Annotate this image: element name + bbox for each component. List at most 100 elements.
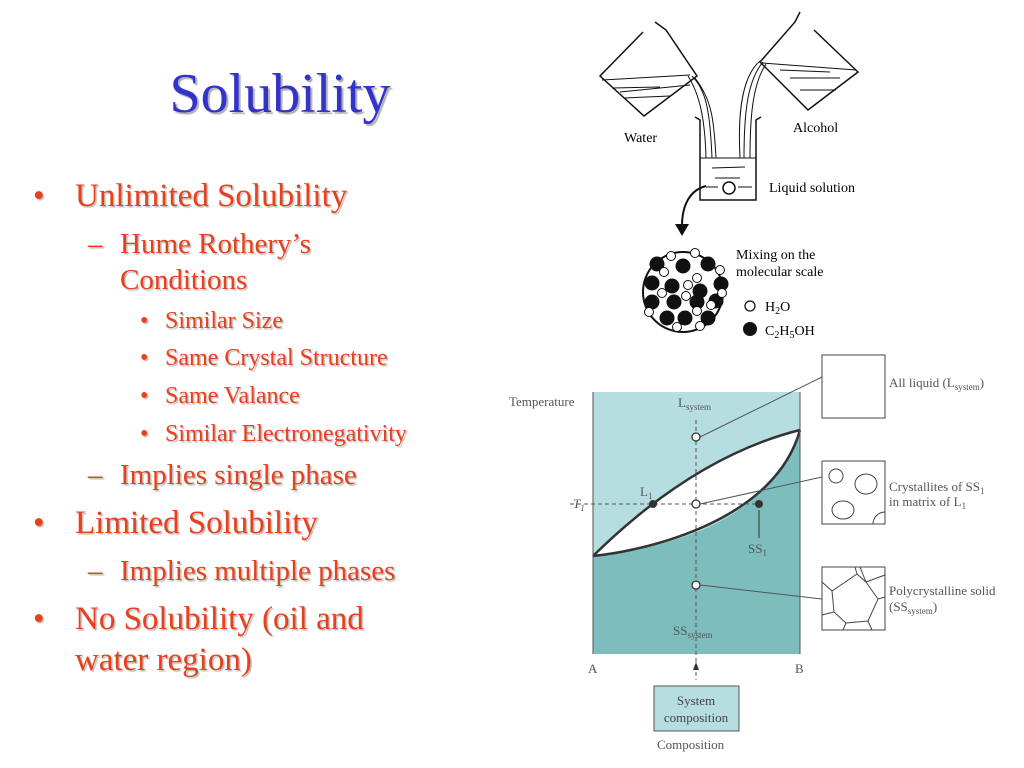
water-molecule xyxy=(666,251,676,261)
all-liquid-label-subscript: system xyxy=(955,382,980,392)
ethanol-label-subscript: 2 xyxy=(774,330,779,341)
sub-bullet-single-phase: Implies single phase xyxy=(120,459,357,491)
sub-bullet-hume-rothery-cont: Conditions xyxy=(120,264,248,296)
crystallites-pointer-line xyxy=(699,476,823,505)
ss1-label-subscript: 1 xyxy=(762,548,767,558)
all-liquid-pointer-line xyxy=(699,376,823,438)
polycrystalline-label-part: ) xyxy=(933,599,937,614)
polycrystalline-pointer-line xyxy=(699,584,823,600)
system-composition-label-1: System xyxy=(677,693,715,708)
solution-sample-circle xyxy=(722,181,736,195)
composition-axis-label: Composition xyxy=(657,737,725,752)
polycrystalline-label-part: (SS xyxy=(889,599,908,614)
t1-label-subscript: 1 xyxy=(580,503,585,513)
dash-marker: – xyxy=(88,459,103,491)
bullet-marker: • xyxy=(140,383,149,409)
h2o-label: H2O xyxy=(765,300,790,317)
water-molecule xyxy=(657,288,667,298)
bullet-no-solubility-cont: water region) xyxy=(75,642,252,678)
water-beaker xyxy=(598,21,699,117)
bullet-unlimited-solubility: Unlimited Solubility xyxy=(75,178,348,214)
dash-marker: – xyxy=(88,228,103,260)
solid-state-point xyxy=(691,580,701,590)
bullet-marker: • xyxy=(140,308,149,334)
liquid-state-point xyxy=(691,432,701,442)
water-molecule xyxy=(644,307,654,317)
solidus-line xyxy=(592,429,802,558)
solution-beaker xyxy=(694,116,762,201)
ethanol-molecule xyxy=(659,310,675,326)
condition-similar-size: Similar Size xyxy=(165,308,283,334)
l1-label-main: L xyxy=(640,484,648,499)
ss1-label-main: SS xyxy=(748,541,762,556)
system-composition-label-2: composition xyxy=(664,710,729,725)
water-molecule xyxy=(692,273,702,283)
ethanol-molecule xyxy=(644,275,660,291)
temperature-axis-label: Temperature xyxy=(509,394,575,409)
molecules xyxy=(644,248,729,332)
water-molecule xyxy=(683,280,693,290)
all-liquid-label: All liquid (Lsystem) xyxy=(889,375,984,392)
crystallite-icon xyxy=(828,468,844,484)
ethanol-molecule xyxy=(666,294,682,310)
grain-boundaries xyxy=(821,566,886,631)
sub-bullet-hume-rothery: Hume Rothery’s xyxy=(120,228,311,260)
t1-label: T1 xyxy=(573,496,585,513)
ethanol-molecule xyxy=(677,310,693,326)
ethanol-legend-icon xyxy=(743,322,757,336)
h2o-label-subscript: 2 xyxy=(775,306,780,317)
all-liquid-label-part: All liquid (L xyxy=(889,375,955,390)
ethanol-molecule xyxy=(664,278,680,294)
ss1-point xyxy=(755,500,763,508)
water-molecule xyxy=(659,267,669,277)
t1-label-main: T xyxy=(573,496,581,511)
liquid-solution-label: Liquid solution xyxy=(769,181,855,196)
system-composition-box xyxy=(653,685,740,732)
mixing-label-2: molecular scale xyxy=(736,265,823,280)
l1-point xyxy=(649,500,657,508)
ethanol-label: C2H5OH xyxy=(765,324,815,341)
water-surface xyxy=(601,74,691,99)
ethanol-molecule xyxy=(675,258,691,274)
bullet-no-solubility: No Solubility (oil and xyxy=(75,601,364,637)
ethanol-molecule xyxy=(689,294,705,310)
condition-same-valance: Same Valance xyxy=(165,383,300,409)
ethanol-molecule xyxy=(644,294,660,310)
h2o-legend-icon xyxy=(744,300,756,312)
water-molecule xyxy=(681,291,691,301)
arrow-icon xyxy=(681,185,707,227)
ss-system-label-main: SS xyxy=(673,623,687,638)
bullet-marker: • xyxy=(140,421,149,447)
sub-bullet-multiple-phases: Implies multiple phases xyxy=(120,555,396,587)
water-molecule xyxy=(706,300,716,310)
alcohol-stream xyxy=(738,60,767,159)
polycrystalline-label-2: (SSsystem) xyxy=(889,599,937,616)
crystallites-label-part: Crystallites of SS xyxy=(889,479,980,494)
crystallites-label-2: in matrix of L1 xyxy=(889,494,966,511)
dash-marker: – xyxy=(88,555,103,587)
l1-label-subscript: 1 xyxy=(648,491,653,501)
ss1-label: SS1 xyxy=(748,541,767,558)
crystallites-label-subscript: 1 xyxy=(962,501,967,511)
l1-label: L1 xyxy=(640,484,652,501)
water-molecule xyxy=(690,248,700,258)
crystallite-icon xyxy=(854,473,878,495)
polycrystalline-label-1: Polycrystalline solid xyxy=(889,583,996,598)
h2o-label-part: O xyxy=(780,300,790,315)
water-molecule xyxy=(672,322,682,332)
l-system-label-main: L xyxy=(678,395,686,410)
condition-similar-electronegativity: Similar Electronegativity xyxy=(165,421,407,447)
arrow-head-icon xyxy=(675,224,689,236)
arrow-up-icon xyxy=(693,662,699,670)
water-molecule xyxy=(715,265,725,275)
solution-surface xyxy=(700,157,756,188)
water-molecule xyxy=(695,321,705,331)
all-liquid-label-part: ) xyxy=(980,375,984,390)
alcohol-beaker xyxy=(758,11,860,111)
crystallite-icon xyxy=(831,500,855,520)
water-label: Water xyxy=(624,131,657,146)
all-liquid-box xyxy=(821,354,886,419)
crystallites-label-subscript: 1 xyxy=(980,486,985,496)
